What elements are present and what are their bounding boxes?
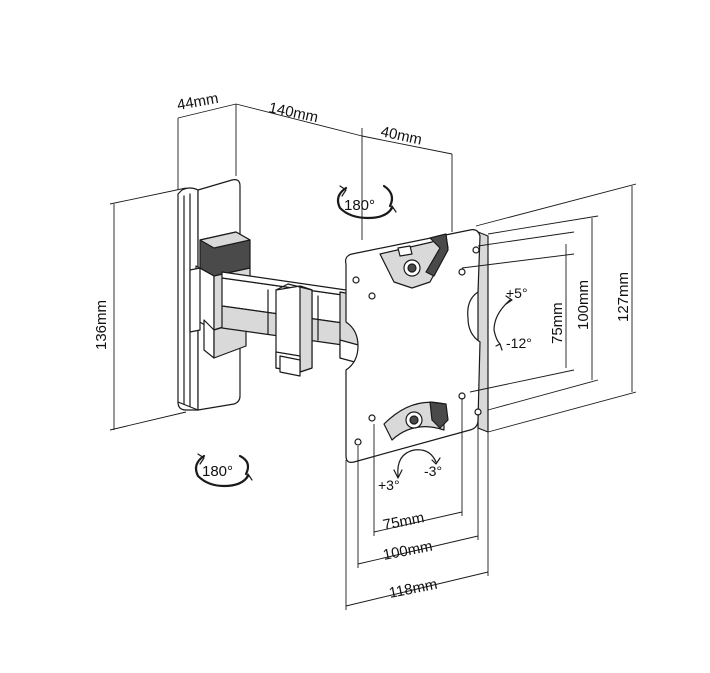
head-depth-label: 40mm — [379, 123, 423, 148]
vesa-height-75-label: 75mm — [549, 302, 566, 344]
vesa-width-100-label: 100mm — [382, 538, 434, 564]
dimension-lines — [109, 103, 637, 610]
arm-swivel-label: 180° — [344, 197, 375, 214]
rotate-minus-label: -3° — [424, 463, 442, 479]
arm-length-label: 140mm — [267, 99, 319, 126]
vesa-head-plate — [345, 229, 489, 463]
rotate-arc-icon — [393, 449, 441, 479]
wall-swivel-label: 180° — [202, 463, 233, 480]
tilt-up-label: +5° — [506, 285, 528, 301]
vesa-width-75-label: 75mm — [382, 509, 426, 534]
plate-depth-label: 44mm — [176, 90, 220, 114]
arm-swivel-arrow-icon — [336, 184, 397, 220]
tilt-down-label: -12° — [506, 335, 532, 351]
rotate-plus-label: +3° — [378, 477, 400, 493]
head-width-label: 118mm — [388, 576, 439, 602]
arm-clamp — [275, 283, 313, 377]
plate-height-label: 136mm — [93, 300, 110, 350]
wall-swivel-arrow-icon — [194, 453, 253, 488]
tilt-arc-icon — [493, 295, 513, 351]
head-height-label: 127mm — [615, 272, 632, 322]
vesa-height-100-label: 100mm — [575, 280, 592, 330]
